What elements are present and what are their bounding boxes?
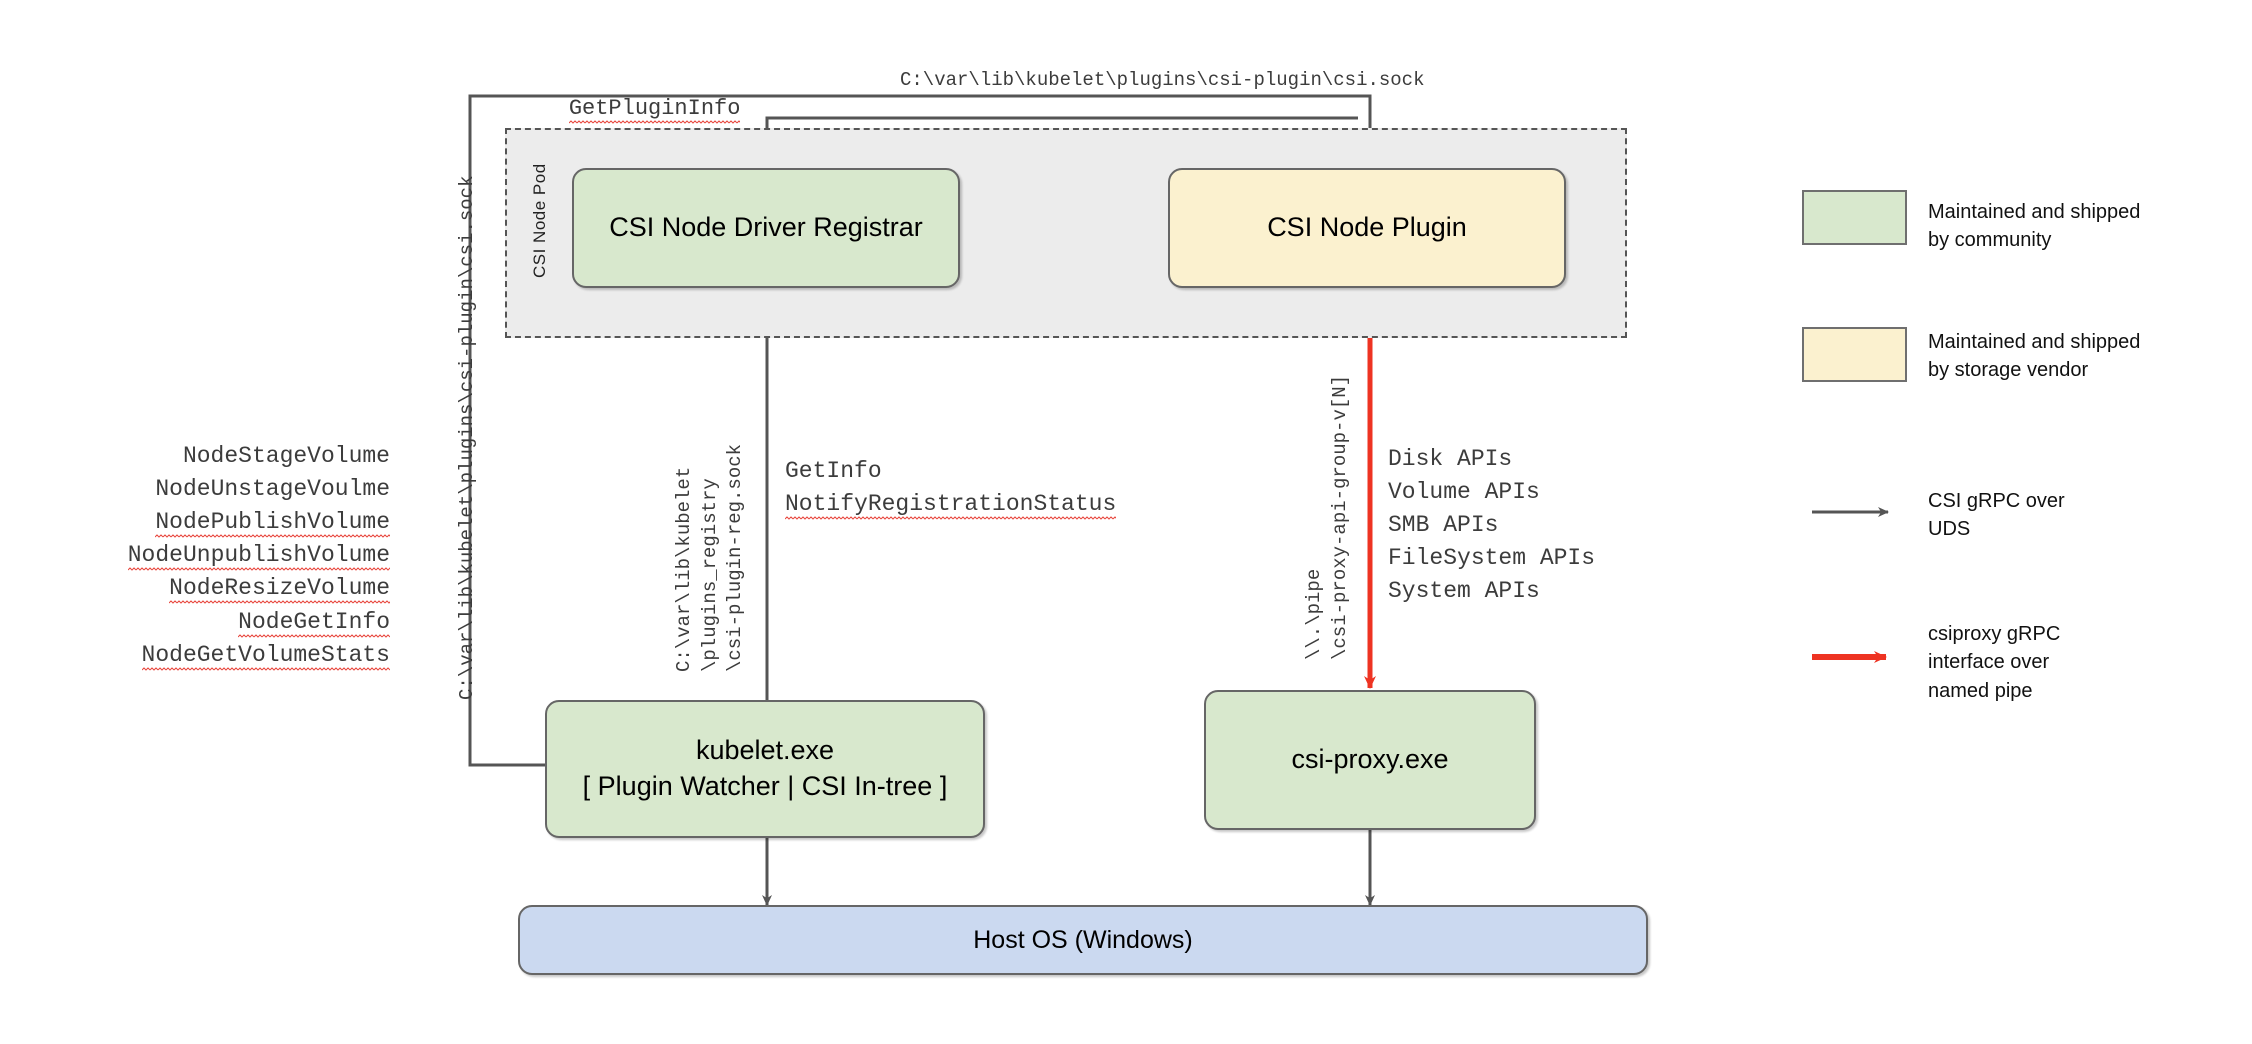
box-csi-node-plugin-label: CSI Node Plugin [1267, 212, 1467, 243]
label-csi-sock-path-top: C:\var\lib\kubelet\plugins\csi-plugin\cs… [900, 69, 1425, 91]
label-csi-sock-path-vertical: C:\var\lib\kubelet\plugins\csi-plugin\cs… [455, 176, 481, 701]
box-csi-proxy[interactable]: csi-proxy.exe [1204, 690, 1536, 830]
box-csi-proxy-label: csi-proxy.exe [1291, 744, 1449, 775]
api-list-item: NodeUnstageVoulme [155, 476, 390, 503]
csi-proxy-api-item: FileSystem APIs [1388, 545, 1596, 572]
registration-calls-list: GetInfo NotifyRegistrationStatus [785, 455, 1117, 521]
plugins-registry-path-line: \csi-plugin-reg.sock [724, 443, 747, 672]
legend-text-community: Maintained and shipped by community [1928, 201, 2141, 252]
registration-call-item: GetInfo [785, 458, 882, 484]
csi-proxy-api-list: Disk APIs Volume APIs SMB APIs FileSyste… [1388, 443, 1595, 609]
box-kubelet-line1: kubelet.exe [695, 735, 835, 766]
csi-proxy-api-item: Volume APIs [1388, 479, 1540, 506]
csi-proxy-api-item: Disk APIs [1388, 446, 1513, 472]
api-list-item: NodeStageVolume [182, 443, 390, 469]
csi-node-pod-label: CSI Node Pod [530, 163, 549, 278]
label-get-plugin-info-text: GetPluginInfo [568, 96, 741, 125]
box-csi-node-plugin[interactable]: CSI Node Plugin [1168, 168, 1566, 288]
legend-swatch-community [1802, 190, 1907, 245]
box-host-os-label: Host OS (Windows) [973, 925, 1193, 954]
label-plugins-registry-path: C:\var\lib\kubelet \plugins_registry \cs… [672, 444, 749, 672]
api-list-item: NodeResizeVolume [60, 572, 390, 605]
box-kubelet-line2: [ Plugin Watcher | CSI In-tree ] [582, 771, 948, 801]
box-host-os[interactable]: Host OS (Windows) [518, 905, 1648, 975]
named-pipe-path-line: \\.\pipe [1303, 568, 1325, 660]
api-list-item: NodePublishVolume [60, 506, 390, 539]
named-pipe-path-line: \csi-proxy-api-group-v[N] [1328, 374, 1351, 660]
label-get-plugin-info: GetPluginInfo [516, 62, 741, 156]
box-csi-node-driver-registrar[interactable]: CSI Node Driver Registrar [572, 168, 960, 288]
box-csi-node-driver-registrar-label: CSI Node Driver Registrar [609, 212, 923, 243]
node-service-api-list: NodeStageVolume NodeUnstageVoulme NodePu… [60, 440, 390, 672]
csi-proxy-api-item: SMB APIs [1388, 512, 1499, 539]
legend-text-vendor: Maintained and shipped by storage vendor [1928, 331, 2141, 382]
label-csi-sock-path-vertical-text: C:\var\lib\kubelet\plugins\csi-plugin\cs… [456, 175, 478, 701]
plugins-registry-path-line: \plugins_registry [698, 478, 721, 672]
registration-call-item: NotifyRegistrationStatus [785, 488, 1117, 521]
api-list-item: NodeGetVolumeStats [60, 639, 390, 672]
plugins-registry-path-line: C:\var\lib\kubelet [673, 466, 695, 672]
legend-swatch-vendor [1802, 327, 1907, 382]
box-kubelet[interactable]: kubelet.exe [ Plugin Watcher | CSI In-tr… [545, 700, 985, 838]
label-named-pipe-path: \\.\pipe \csi-proxy-api-group-v[N] [1302, 375, 1353, 660]
legend-text-csiproxy-named-pipe: csiproxy gRPC interface over named pipe [1928, 623, 2061, 702]
csi-proxy-api-item: System APIs [1388, 578, 1540, 605]
api-list-item: NodeGetInfo [60, 606, 390, 639]
api-list-item: NodeUnpublishVolume [60, 539, 390, 572]
legend-text-csi-grpc-uds: CSI gRPC over UDS [1928, 490, 2065, 541]
